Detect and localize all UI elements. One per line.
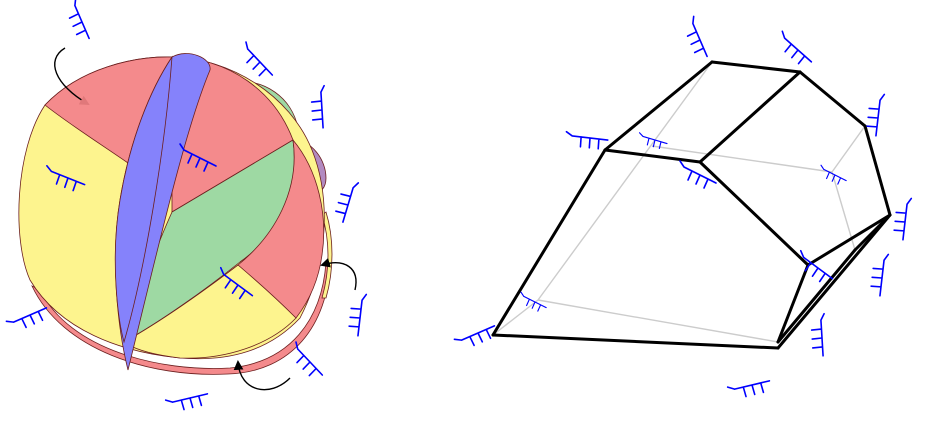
planar-tree-icon — [5, 307, 48, 329]
tree-glyph-layer — [5, 0, 913, 411]
planar-tree-icon — [565, 130, 609, 150]
arrow-top-left — [54, 47, 90, 105]
planar-tree-icon — [219, 266, 254, 300]
front-edges — [491, 60, 892, 350]
region-yellow-bottom — [123, 264, 297, 359]
planar-tree-icon — [866, 93, 886, 137]
planar-tree-icon — [520, 291, 547, 312]
planar-tree-icon — [348, 293, 368, 337]
planar-tree-icon — [893, 197, 913, 241]
region-blue-lens-front — [114, 55, 173, 344]
planar-tree-icon — [870, 253, 890, 297]
planar-tree-icon — [820, 164, 847, 185]
back-edges — [492, 61, 866, 343]
planar-tree-icon — [68, 0, 90, 40]
sphere-right-rim — [321, 211, 333, 299]
planar-tree-icon — [245, 41, 274, 77]
planar-tree-icon — [638, 132, 668, 150]
planar-tree-icon — [295, 341, 324, 377]
arrow-right — [320, 258, 357, 291]
planar-tree-icon — [335, 182, 360, 223]
planar-tree-icon — [679, 160, 717, 189]
planar-tree-icon — [726, 380, 771, 398]
left-sphere-figure — [18, 47, 357, 391]
arrow-bottom — [233, 360, 291, 391]
planar-tree-icon — [781, 30, 813, 65]
right-polytope-figure — [491, 60, 892, 350]
planar-tree-icon — [810, 312, 825, 357]
planar-tree-icon — [686, 15, 708, 58]
planar-tree-icon — [799, 249, 834, 283]
planar-tree-icon — [310, 84, 325, 129]
planar-tree-icon — [164, 393, 209, 411]
planar-tree-icon — [179, 143, 217, 172]
planar-tree-icon — [46, 164, 86, 192]
planar-tree-icon — [453, 325, 496, 347]
